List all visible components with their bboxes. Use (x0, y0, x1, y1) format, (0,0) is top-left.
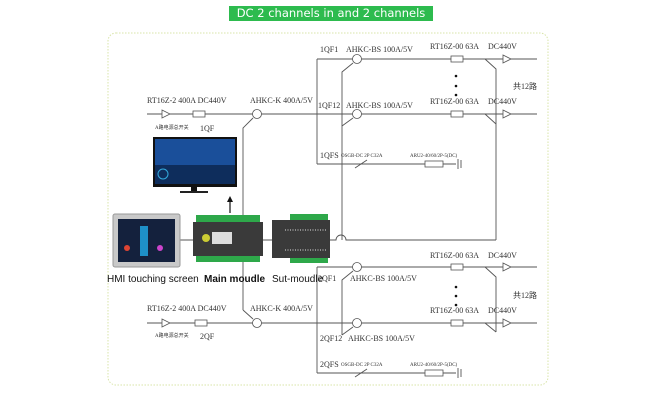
svg-text:RT16Z-2 400A DC440V: RT16Z-2 400A DC440V (147, 304, 227, 313)
main-ct-label: AHKC-K 400A/5V (250, 96, 313, 105)
sub-module-image (272, 214, 330, 263)
comm-line (180, 234, 496, 241)
fuse-icon (192, 110, 206, 118)
svg-text:1QFS: 1QFS (320, 151, 339, 160)
svg-text:RT16Z-00 63A: RT16Z-00 63A (430, 97, 479, 106)
monitor-image (153, 137, 237, 193)
svg-text:2QFS: 2QFS (320, 360, 339, 369)
svg-text:AHKC-BS 100A/5V: AHKC-BS 100A/5V (346, 101, 413, 110)
channel-2: RT16Z-2 400A DC440V AHKC-K 400A/5V A路电源总… (147, 251, 537, 378)
svg-text:OSGB-DC 2P C32A: OSGB-DC 2P C32A (341, 154, 383, 159)
svg-text:AHKC-BS 100A/5V: AHKC-BS 100A/5V (348, 334, 415, 343)
svg-text:ARU2-40/60/2P-5(DC): ARU2-40/60/2P-5(DC) (410, 154, 458, 159)
arrow-up-icon (227, 196, 233, 202)
hmi-label: HMI touching screen (107, 274, 199, 285)
input-arrow-icon (161, 109, 171, 119)
svg-text:1QF12: 1QF12 (318, 101, 340, 110)
svg-text:2QF1: 2QF1 (318, 274, 336, 283)
branch-count-label: 共12路 (513, 81, 537, 91)
svg-text:1QF1: 1QF1 (320, 45, 338, 54)
title-badge: DC 2 channels in and 2 channels out (229, 6, 433, 35)
diagram-frame (107, 32, 549, 386)
ct-icon (252, 109, 262, 119)
svg-text:OSGB-DC 2P C32A: OSGB-DC 2P C32A (341, 363, 383, 368)
svg-text:共12路: 共12路 (513, 290, 537, 300)
main-module-label: Main moudle (204, 274, 266, 285)
svg-text:RT16Z-00 63A: RT16Z-00 63A (430, 251, 479, 260)
svg-text:DC440V: DC440V (488, 251, 517, 260)
svg-text:DC440V: DC440V (488, 97, 517, 106)
main-module-image (193, 215, 263, 262)
main-breaker-label: 1QF (200, 124, 215, 133)
svg-text:AHKC-BS 100A/5V: AHKC-BS 100A/5V (350, 274, 417, 283)
svg-text:DC440V: DC440V (488, 42, 517, 51)
main-switch-label: A路电源总开关 (155, 124, 189, 131)
svg-text:DC440V: DC440V (488, 306, 517, 315)
svg-text:AHKC-BS 100A/5V: AHKC-BS 100A/5V (346, 45, 413, 54)
input-fuse-label: RT16Z-2 400A DC440V (147, 96, 227, 105)
sub-module-label: Sut-moudle (272, 274, 324, 285)
svg-text:A路电源总开关: A路电源总开关 (155, 332, 189, 339)
hmi-image (112, 213, 181, 268)
svg-text:2QF12: 2QF12 (320, 334, 342, 343)
svg-text:RT16Z-00 63A: RT16Z-00 63A (430, 42, 479, 51)
svg-text:ARU2-40/60/2P-5(DC): ARU2-40/60/2P-5(DC) (410, 363, 458, 368)
svg-text:2QF: 2QF (200, 332, 215, 341)
svg-text:RT16Z-00 63A: RT16Z-00 63A (430, 306, 479, 315)
svg-text:AHKC-K 400A/5V: AHKC-K 400A/5V (250, 304, 313, 313)
